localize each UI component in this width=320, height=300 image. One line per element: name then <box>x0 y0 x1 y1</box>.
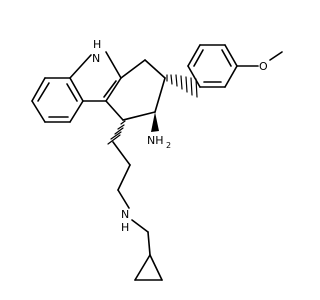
indole-h-label: H <box>93 38 101 51</box>
cyclopropyl-ring <box>134 254 163 281</box>
atom-indole-nh: N H <box>92 38 101 65</box>
pyrrole-ring <box>69 51 122 102</box>
side-n-label: N <box>121 208 129 221</box>
molecule-svg: N H NH 2 N H O <box>31 38 283 281</box>
indole-n-label: N <box>92 52 100 65</box>
ether-o-label: O <box>259 60 268 73</box>
atom-side-nh: N H <box>121 208 129 234</box>
amine-subscript: 2 <box>166 141 171 150</box>
bond-methyl <box>269 51 283 61</box>
ethylamine-chain <box>112 141 151 256</box>
cyclohexene-ring <box>105 59 166 121</box>
molecule-diagram: N H NH 2 N H O <box>31 38 283 281</box>
side-h-label: H <box>121 221 129 234</box>
amine-nh-label: NH <box>147 134 164 147</box>
hashed-bond-sidechain <box>107 120 126 145</box>
atom-amine-nh2: NH 2 <box>147 134 171 150</box>
methoxyphenyl-ring <box>187 44 238 88</box>
benzene-ring <box>31 77 84 123</box>
wedge-bond-amine <box>151 112 159 132</box>
hashed-bond-aryl <box>166 74 198 98</box>
